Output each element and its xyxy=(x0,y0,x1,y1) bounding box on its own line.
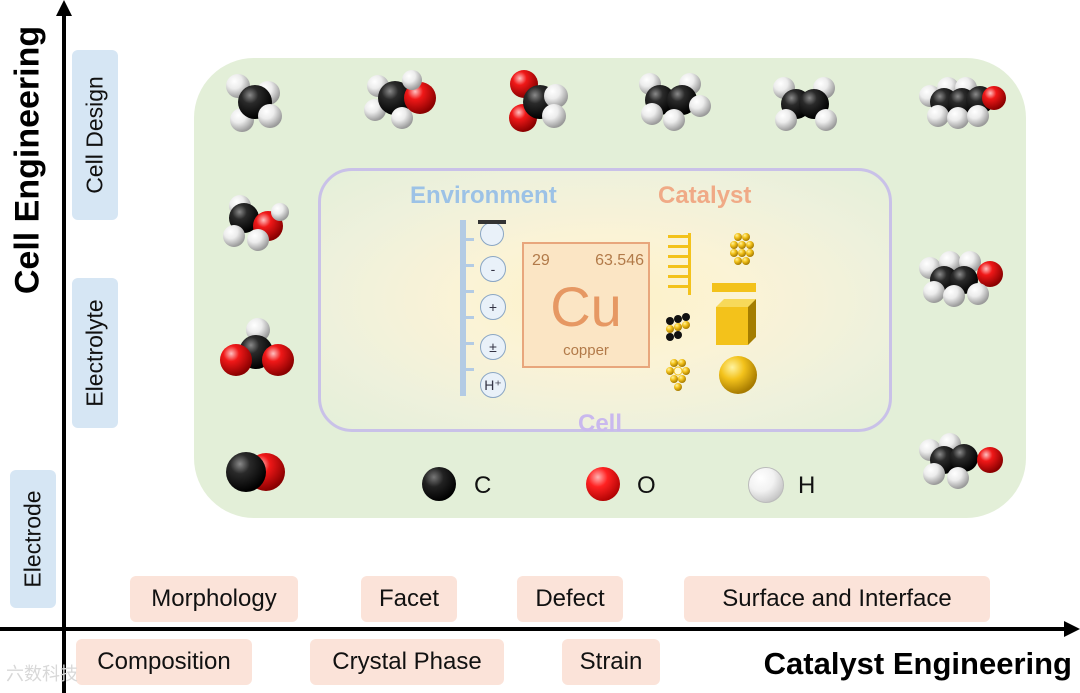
nanocube-icon xyxy=(716,299,756,345)
nanosphere-icon xyxy=(719,356,757,394)
composition-pill: Composition xyxy=(76,639,252,685)
water-ion-bar xyxy=(478,220,506,224)
x-axis xyxy=(0,627,1066,631)
formic-acid-molecule xyxy=(509,70,568,132)
y-axis-arrow xyxy=(56,0,72,16)
doped-cluster-icon xyxy=(666,359,690,391)
nanorod-icon xyxy=(712,283,756,292)
alloy-cluster-icon xyxy=(666,313,690,341)
y-axis xyxy=(62,10,66,693)
legend-carbon-label: C xyxy=(474,472,492,499)
legend-oxygen-label: O xyxy=(637,472,656,499)
element-name: copper xyxy=(563,342,609,359)
facet-pill: Facet xyxy=(361,576,457,622)
atomic-number: 29 xyxy=(532,252,550,269)
electrode-tick xyxy=(466,342,474,345)
electrode-tick xyxy=(466,368,474,371)
hydrogen-atom-icon xyxy=(748,467,784,503)
defect-pill: Defect xyxy=(517,576,623,622)
cell-label: Cell xyxy=(578,410,623,437)
electrode-tick xyxy=(466,264,474,267)
catalyst-icons xyxy=(666,233,757,394)
carbon-atom-icon xyxy=(422,467,456,501)
water-ion-icon xyxy=(480,222,504,246)
ethanol-molecule xyxy=(223,195,289,251)
electrode-tick xyxy=(466,316,474,319)
ethylene-molecule xyxy=(773,77,837,131)
propanol-top-molecule xyxy=(919,77,1006,129)
atomic-mass: 63.546 xyxy=(595,252,644,269)
carbon-monoxide-large xyxy=(226,452,285,492)
catalyst-label: Catalyst xyxy=(658,182,752,209)
cation-icon: + xyxy=(480,294,506,320)
nanocluster-icon xyxy=(730,233,754,265)
ethane-molecule xyxy=(639,73,711,131)
electrode-tick xyxy=(466,238,474,241)
crystal-phase-pill: Crystal Phase xyxy=(310,639,504,685)
methanol-molecule xyxy=(364,70,436,129)
propanal-molecule xyxy=(919,433,1003,489)
copper-element-tile: 29 63.546 Cu copper xyxy=(522,242,650,368)
anion-icon: - xyxy=(480,256,506,282)
environment-label: Environment xyxy=(410,182,557,209)
legend-hydrogen-label: H xyxy=(798,472,816,499)
cell-design-pill: Cell Design xyxy=(72,50,118,220)
strain-pill: Strain xyxy=(562,639,660,685)
proton-icon: H⁺ xyxy=(480,372,506,398)
formate-molecule xyxy=(220,318,294,376)
x-axis-title: Catalyst Engineering xyxy=(763,646,1072,681)
comb-structure-icon xyxy=(668,233,691,295)
surface-interface-pill: Surface and Interface xyxy=(684,576,990,622)
electrode-tick xyxy=(466,290,474,293)
electrolyte-pill: Electrolyte xyxy=(72,278,118,428)
electrode-bar xyxy=(460,220,466,396)
watermark: 六数科技 xyxy=(6,664,78,684)
zwitterion-icon: ± xyxy=(480,334,506,360)
oxygen-atom-icon xyxy=(586,467,620,501)
propanol-right-molecule xyxy=(919,251,1003,307)
x-axis-arrow xyxy=(1064,621,1080,637)
element-symbol: Cu xyxy=(550,275,622,338)
morphology-pill: Morphology xyxy=(130,576,298,622)
electrode-pill: Electrode xyxy=(10,470,56,608)
methane-molecule xyxy=(226,74,282,132)
